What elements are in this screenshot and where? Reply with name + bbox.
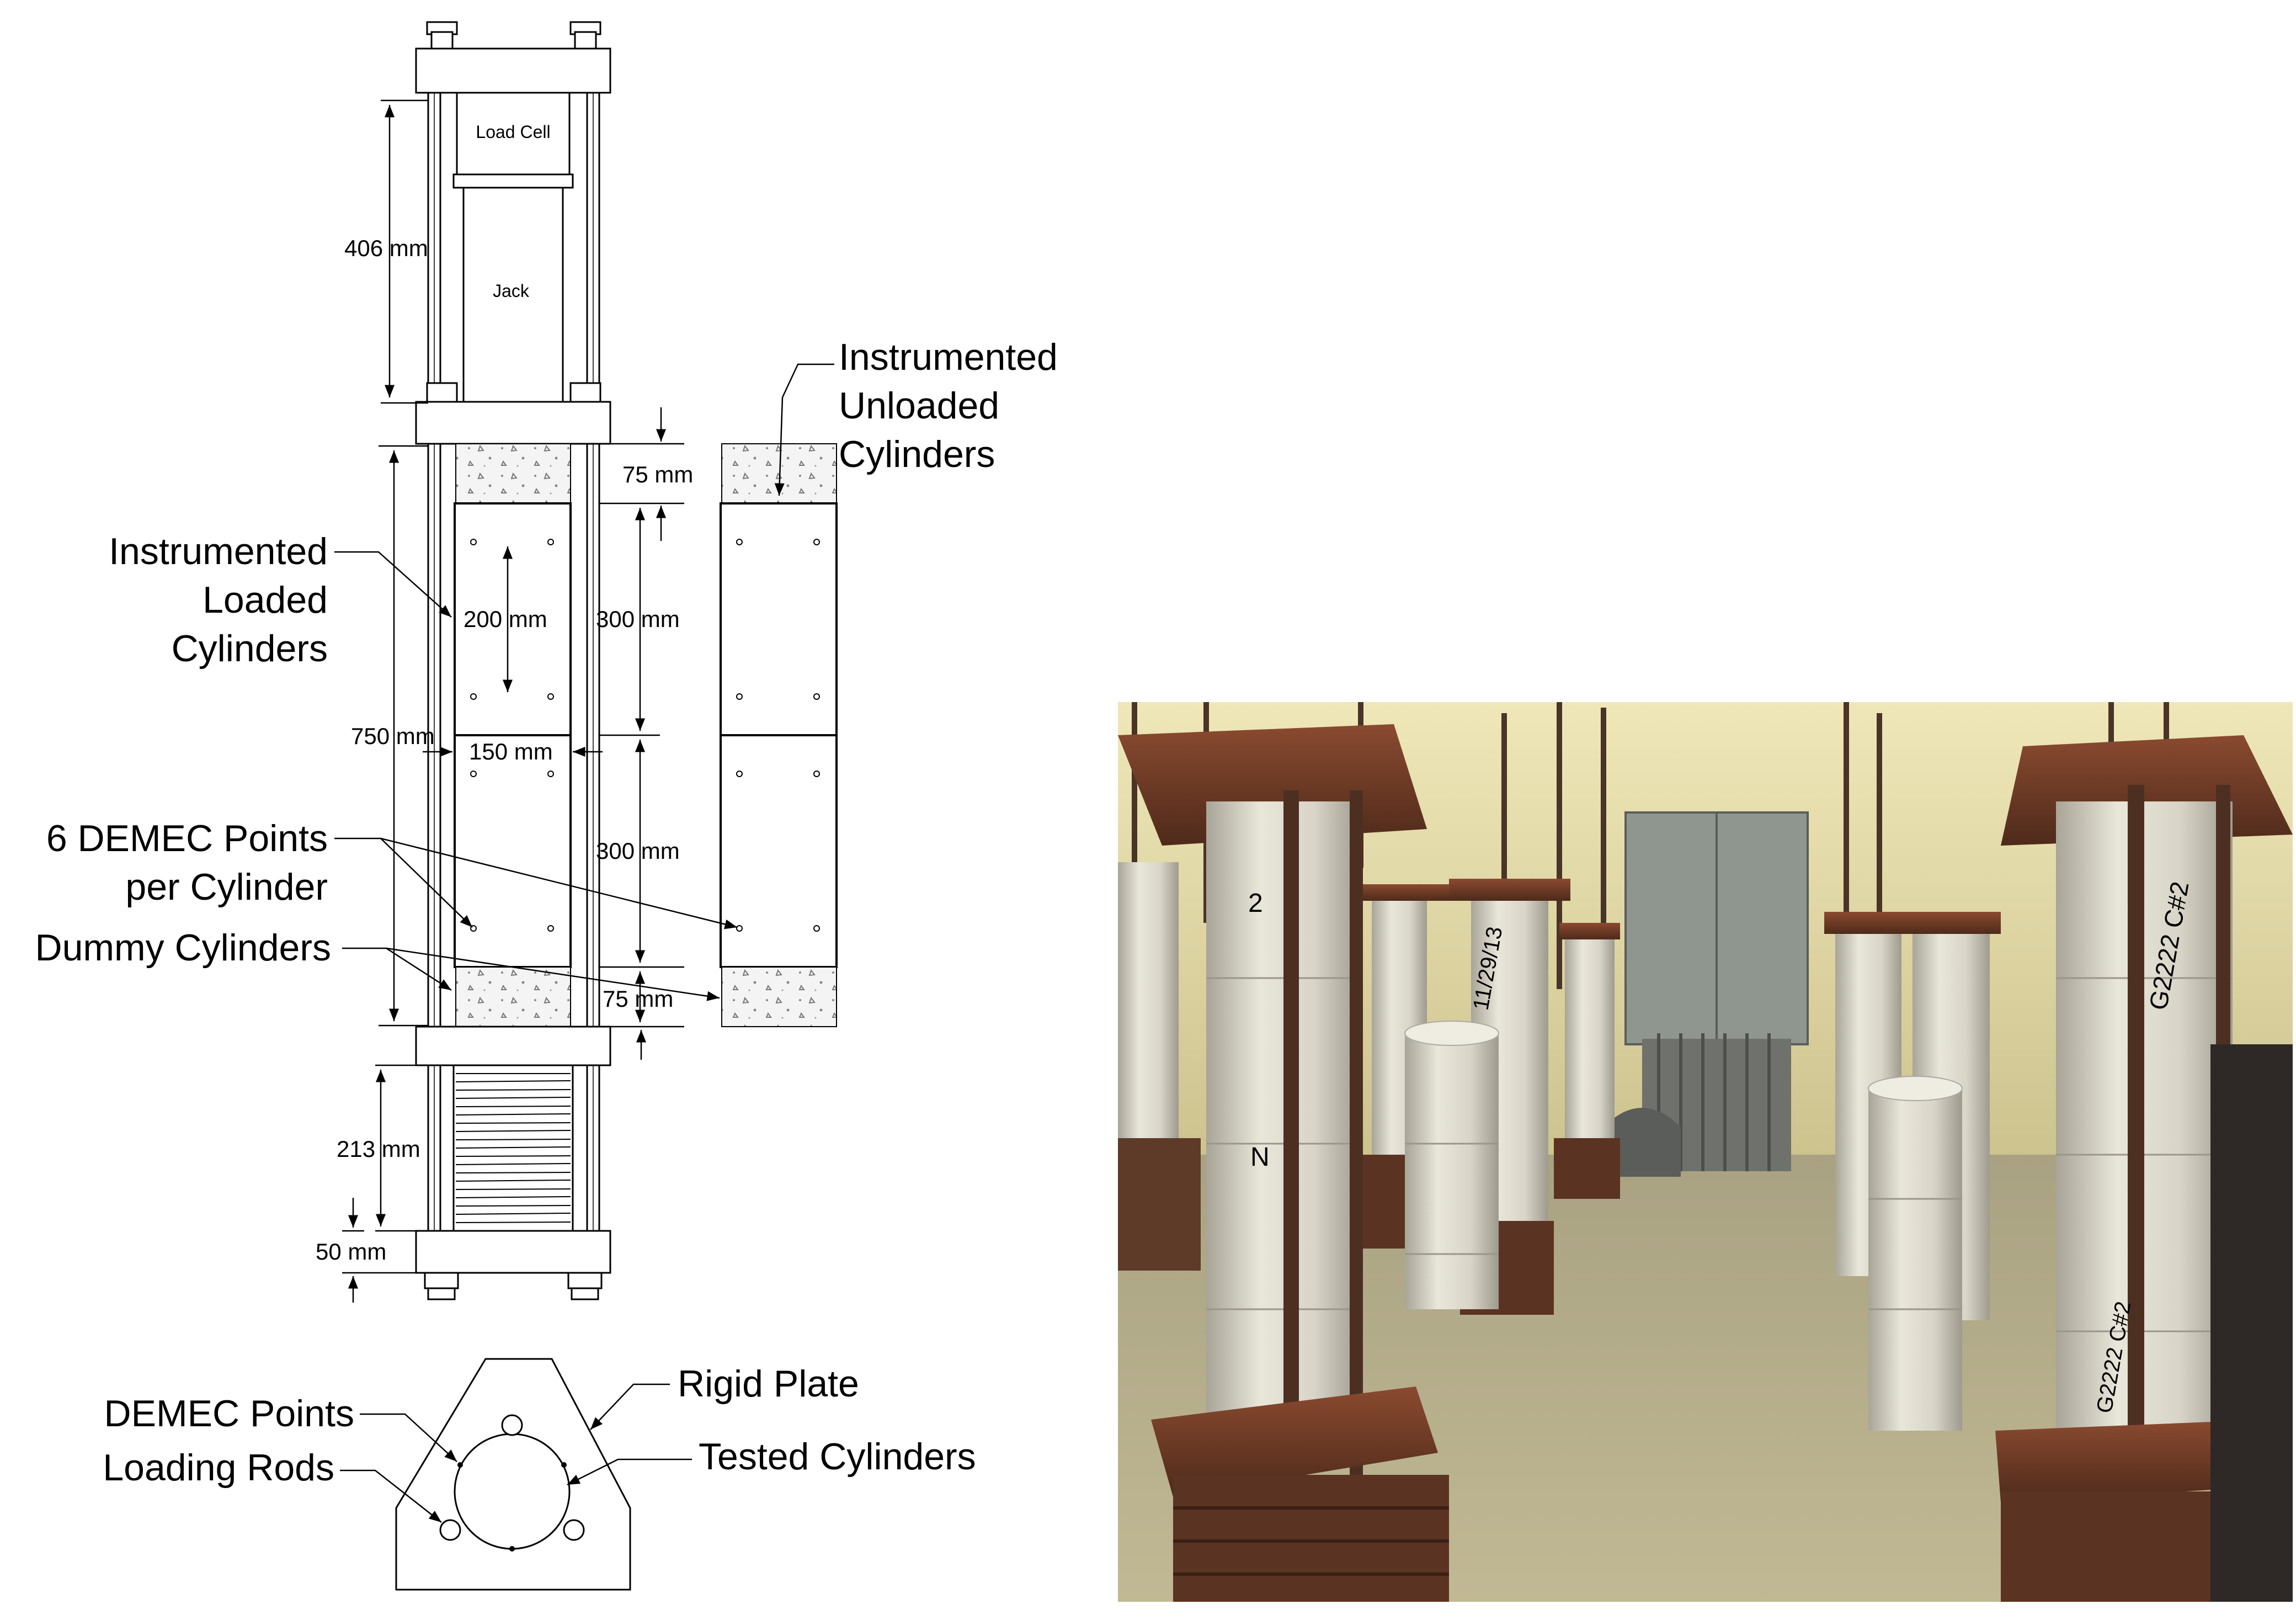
lab-photograph: 11/29/13 2 N bbox=[1118, 702, 2293, 1602]
electrical-panel bbox=[1604, 811, 1809, 1177]
label-jack: Jack bbox=[493, 281, 530, 301]
plan-label-tested: Tested Cylinders bbox=[699, 1436, 976, 1478]
elevation-drawing bbox=[415, 21, 838, 1300]
photo-mark-n: N bbox=[1250, 1143, 1270, 1172]
lower-bearing-plate bbox=[415, 1026, 611, 1066]
dim-50: 50 mm bbox=[316, 1239, 386, 1265]
dim-150: 150 mm bbox=[469, 739, 553, 764]
dim-213: 213 mm bbox=[337, 1136, 420, 1162]
label-load-cell: Load Cell bbox=[476, 122, 550, 142]
dummy-cylinder-top bbox=[455, 443, 571, 504]
bg-frame-far bbox=[1554, 923, 1620, 1199]
tested-cylinder-plan bbox=[454, 1433, 571, 1550]
plan-view bbox=[395, 1358, 631, 1591]
dim-300-lower: 300 mm bbox=[596, 838, 680, 864]
plan-label-rigid-plate: Rigid Plate bbox=[678, 1363, 859, 1405]
load-cell-plate bbox=[452, 173, 574, 189]
free-cylinder-stack-right bbox=[1868, 1076, 1963, 1431]
callout-loaded-line1: Instrumented bbox=[109, 530, 328, 572]
photo-machine-right bbox=[2210, 1044, 2293, 1602]
demec-points-plan bbox=[457, 1462, 567, 1552]
demec-points-elevation bbox=[470, 539, 820, 932]
callout-demec-line1: 6 DEMEC Points bbox=[46, 817, 328, 859]
callout-dummy: Dummy Cylinders bbox=[35, 927, 331, 969]
dim-750: 750 mm bbox=[351, 723, 435, 749]
loading-rod-top bbox=[501, 1414, 523, 1436]
callout-leaders bbox=[334, 363, 834, 1001]
foreground-frame-left: 2 N bbox=[1118, 724, 1449, 1602]
top-nut-right bbox=[569, 21, 601, 50]
frame-labels: Load Cell Jack bbox=[476, 122, 550, 301]
callout-loaded-line3: Cylinders bbox=[172, 628, 328, 670]
callout-loaded-line2: Loaded bbox=[203, 579, 328, 621]
top-nut-left bbox=[426, 21, 458, 50]
plan-label-demec: DEMEC Points bbox=[104, 1393, 354, 1435]
loaded-cylinder-lower bbox=[454, 734, 572, 968]
upper-bearing-plate bbox=[415, 401, 611, 445]
unloaded-cylinder-upper bbox=[720, 502, 838, 736]
bg-frame-left bbox=[1118, 862, 1201, 1271]
dim-406: 406 mm bbox=[344, 235, 428, 261]
plan-labels: DEMEC Points Loading Rods Rigid Plate Te… bbox=[103, 1363, 976, 1489]
callout-unloaded-line1: Instrumented bbox=[839, 336, 1058, 378]
callout-labels: Instrumented Unloaded Cylinders Instrume… bbox=[35, 336, 1057, 969]
base-plate bbox=[415, 1230, 611, 1274]
top-plate bbox=[415, 47, 611, 94]
dim-200: 200 mm bbox=[464, 606, 547, 632]
callout-demec-line2: per Cylinder bbox=[125, 866, 328, 908]
dimension-lines bbox=[342, 99, 684, 1303]
unloaded-cylinder-lower bbox=[720, 734, 838, 968]
spring-stack bbox=[452, 1064, 574, 1232]
photo-mark-2: 2 bbox=[1248, 889, 1263, 918]
callout-unloaded-line2: Unloaded bbox=[839, 385, 999, 427]
loading-rod-right bbox=[563, 1519, 585, 1541]
plan-leaders bbox=[340, 1383, 692, 1523]
unloaded-dummy-bottom bbox=[721, 966, 837, 1027]
loading-rod-left bbox=[439, 1519, 461, 1541]
free-cylinder-stack-left bbox=[1404, 1021, 1499, 1309]
dummy-cylinder-bottom bbox=[455, 966, 571, 1027]
dim-75-top: 75 mm bbox=[622, 461, 693, 487]
dim-75-bottom: 75 mm bbox=[603, 986, 673, 1012]
dim-300-upper: 300 mm bbox=[596, 606, 680, 632]
dimension-labels: 406 mm 75 mm 200 mm 300 mm 750 mm 150 mm… bbox=[316, 235, 693, 1265]
callout-unloaded-line3: Cylinders bbox=[839, 433, 995, 475]
plan-label-rods: Loading Rods bbox=[103, 1447, 334, 1489]
